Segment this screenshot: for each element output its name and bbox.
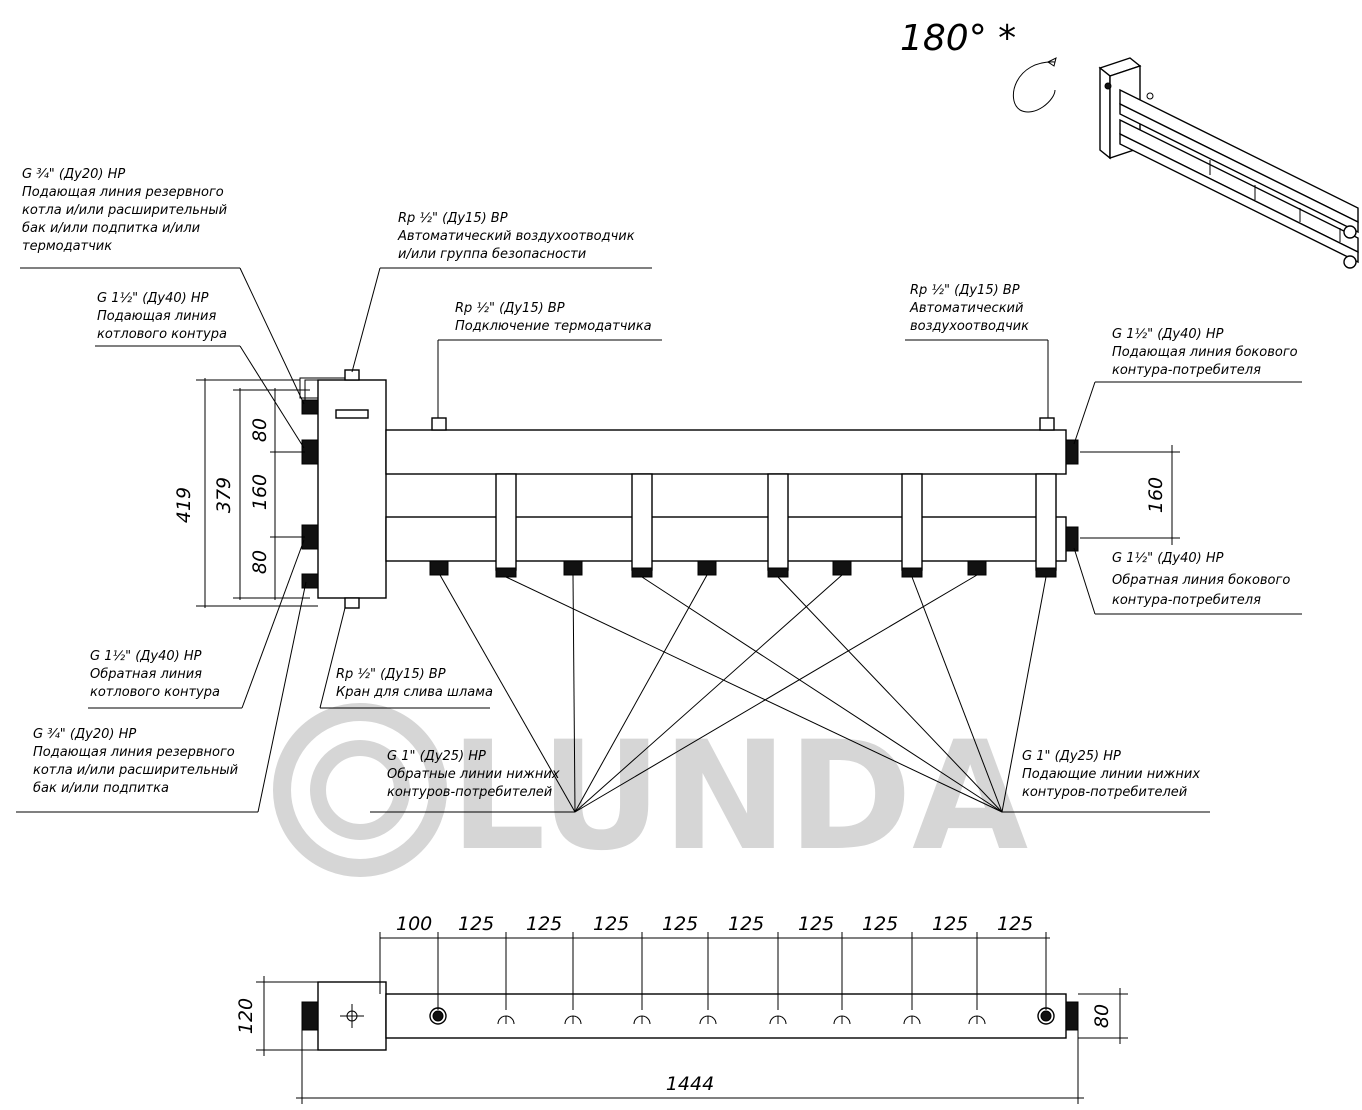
rotation-label: 180° * (900, 18, 1016, 59)
svg-text:G ¾" (Ду20) НР: G ¾" (Ду20) НР (33, 727, 136, 742)
supply-pipe (385, 429, 1067, 475)
svg-text:Подающие линии нижних: Подающие линии нижних (1022, 767, 1200, 782)
svg-text:термодатчик: термодатчик (22, 239, 112, 254)
right-dimension: 160 (1080, 445, 1180, 545)
svg-text:Rp ½" (Ду15) ВР: Rp ½" (Ду15) ВР (455, 301, 565, 316)
dim-spacing-1: 125 (458, 913, 494, 935)
thermo-sensor-port (431, 417, 447, 431)
dim-right-spacing: 160 (1145, 477, 1167, 513)
svg-text:Автоматический воздухоотводчик: Автоматический воздухоотводчик (397, 229, 635, 244)
svg-text:Rp ½" (Ду15) ВР: Rp ½" (Ду15) ВР (336, 667, 446, 682)
svg-text:G 1½" (Ду40) НР: G 1½" (Ду40) НР (1112, 551, 1224, 566)
dim-spacing-0: 100 (396, 913, 432, 935)
top-vent-port (344, 369, 360, 381)
callout-thermo-sensor: Rp ½" (Ду15) ВР Подключение термодатчика (437, 301, 662, 418)
svg-text:Подающая линия резервного: Подающая линия резервного (33, 745, 235, 760)
svg-text:G 1" (Ду25) НР: G 1" (Ду25) НР (1022, 749, 1121, 764)
dim-spacing-3: 125 (593, 913, 629, 935)
callout-side-supply: G 1½" (Ду40) НР Подающая линия бокового … (1073, 327, 1302, 445)
svg-text:бак и/или подпитка: бак и/или подпитка (33, 781, 169, 796)
svg-text:G ¾" (Ду20) НР: G ¾" (Ду20) НР (22, 167, 125, 182)
svg-text:Подающая линия резервного: Подающая линия резервного (22, 185, 224, 200)
air-vent-port (1039, 417, 1055, 431)
left-dimensions: 419 379 80 160 80 (173, 378, 318, 608)
dim-left-mid: 160 (249, 474, 271, 510)
svg-text:воздухоотводчик: воздухоотводчик (910, 319, 1029, 334)
svg-text:бак и/или подпитка и/или: бак и/или подпитка и/или (22, 221, 200, 236)
callout-reserve-bottom: G ¾" (Ду20) НР Подающая линия резервного… (16, 581, 307, 813)
dim-spacing-9: 125 (997, 913, 1033, 935)
svg-text:котла и/или расширительный: котла и/или расширительный (22, 203, 227, 218)
svg-text:Подающая линия бокового: Подающая линия бокового (1112, 345, 1298, 360)
dim-left-outer: 419 (173, 487, 195, 523)
svg-text:контура-потребителя: контура-потребителя (1112, 363, 1261, 378)
dim-left-bottom: 80 (249, 550, 271, 574)
svg-text:G 1½" (Ду40) НР: G 1½" (Ду40) НР (90, 649, 202, 664)
dim-plan-height: 120 (235, 998, 257, 1034)
callout-lower-supply: G 1" (Ду25) НР Подающие линии нижних кон… (505, 576, 1210, 813)
dim-plan-total: 1444 (666, 1073, 714, 1095)
dim-spacing-6: 125 (798, 913, 834, 935)
svg-text:Rp ½" (Ду15) ВР: Rp ½" (Ду15) ВР (398, 211, 508, 226)
nameplate (335, 409, 369, 419)
dim-spacing-7: 125 (862, 913, 898, 935)
front-view (299, 369, 1079, 609)
callout-boiler-supply: G 1½" (Ду40) НР Подающая линия котлового… (95, 291, 305, 449)
lower-nozzles (429, 560, 1057, 578)
svg-text:котлового контура: котлового контура (90, 685, 220, 700)
isometric-thumbnail (1098, 57, 1359, 269)
svg-text:G 1½" (Ду40) НР: G 1½" (Ду40) НР (97, 291, 209, 306)
svg-text:Rp ½" (Ду15) ВР: Rp ½" (Ду15) ВР (910, 283, 1020, 298)
dim-left-top: 80 (249, 418, 271, 442)
rotation-arrow-icon (1012, 61, 1056, 113)
callout-side-return: G 1½" (Ду40) НР Обратная линия бокового … (1073, 547, 1302, 615)
callout-air-vent-top: Rp ½" (Ду15) ВР Автоматический воздухоот… (351, 211, 652, 373)
dim-spacing-5: 125 (728, 913, 764, 935)
svg-text:контура-потребителя: контура-потребителя (1112, 593, 1261, 608)
svg-text:контуров-потребителей: контуров-потребителей (387, 785, 552, 800)
dim-left-inner: 379 (213, 477, 235, 513)
svg-text:и/или группа безопасности: и/или группа безопасности (398, 247, 586, 262)
svg-text:Кран для слива шлама: Кран для слива шлама (336, 685, 493, 700)
svg-text:Подключение термодатчика: Подключение термодатчика (455, 319, 652, 334)
callout-lower-return: G 1" (Ду25) НР Обратные линии нижних кон… (370, 574, 978, 813)
svg-text:контуров-потребителей: контуров-потребителей (1022, 785, 1187, 800)
drain-port (344, 597, 360, 609)
svg-text:котла и/или расширительный: котла и/или расширительный (33, 763, 238, 778)
callout-drain: Rp ½" (Ду15) ВР Кран для слива шлама (319, 607, 493, 709)
svg-text:котлового контура: котлового контура (97, 327, 227, 342)
callout-boiler-return: G 1½" (Ду40) НР Обратная линия котлового… (88, 539, 305, 709)
svg-text:Обратная линия бокового: Обратная линия бокового (1112, 573, 1290, 588)
plan-pipe (385, 993, 1067, 1039)
dim-spacing-8: 125 (932, 913, 968, 935)
return-pipe (385, 516, 1067, 562)
svg-text:G 1½" (Ду40) НР: G 1½" (Ду40) НР (1112, 327, 1224, 342)
dim-spacing-4: 125 (662, 913, 698, 935)
riser-tubes (495, 473, 1057, 571)
svg-text:Подающая линия: Подающая линия (97, 309, 216, 324)
dim-spacing-2: 125 (526, 913, 562, 935)
dim-plan-pipe: 80 (1091, 1004, 1113, 1028)
svg-text:G 1" (Ду25) НР: G 1" (Ду25) НР (387, 749, 486, 764)
callout-reserve-top: G ¾" (Ду20) НР Подающая линия резервного… (20, 167, 305, 405)
svg-text:Обратные линии нижних: Обратные линии нижних (387, 767, 560, 782)
rotation-arrowhead-icon (1047, 57, 1057, 67)
svg-text:Автоматический: Автоматический (909, 301, 1023, 316)
plan-view: 100 125 125 125 125 125 125 125 125 125 … (235, 913, 1128, 1104)
svg-text:Обратная линия: Обратная линия (90, 667, 202, 682)
callout-air-vent-right: Rp ½" (Ду15) ВР Автоматический воздухоот… (905, 283, 1049, 418)
